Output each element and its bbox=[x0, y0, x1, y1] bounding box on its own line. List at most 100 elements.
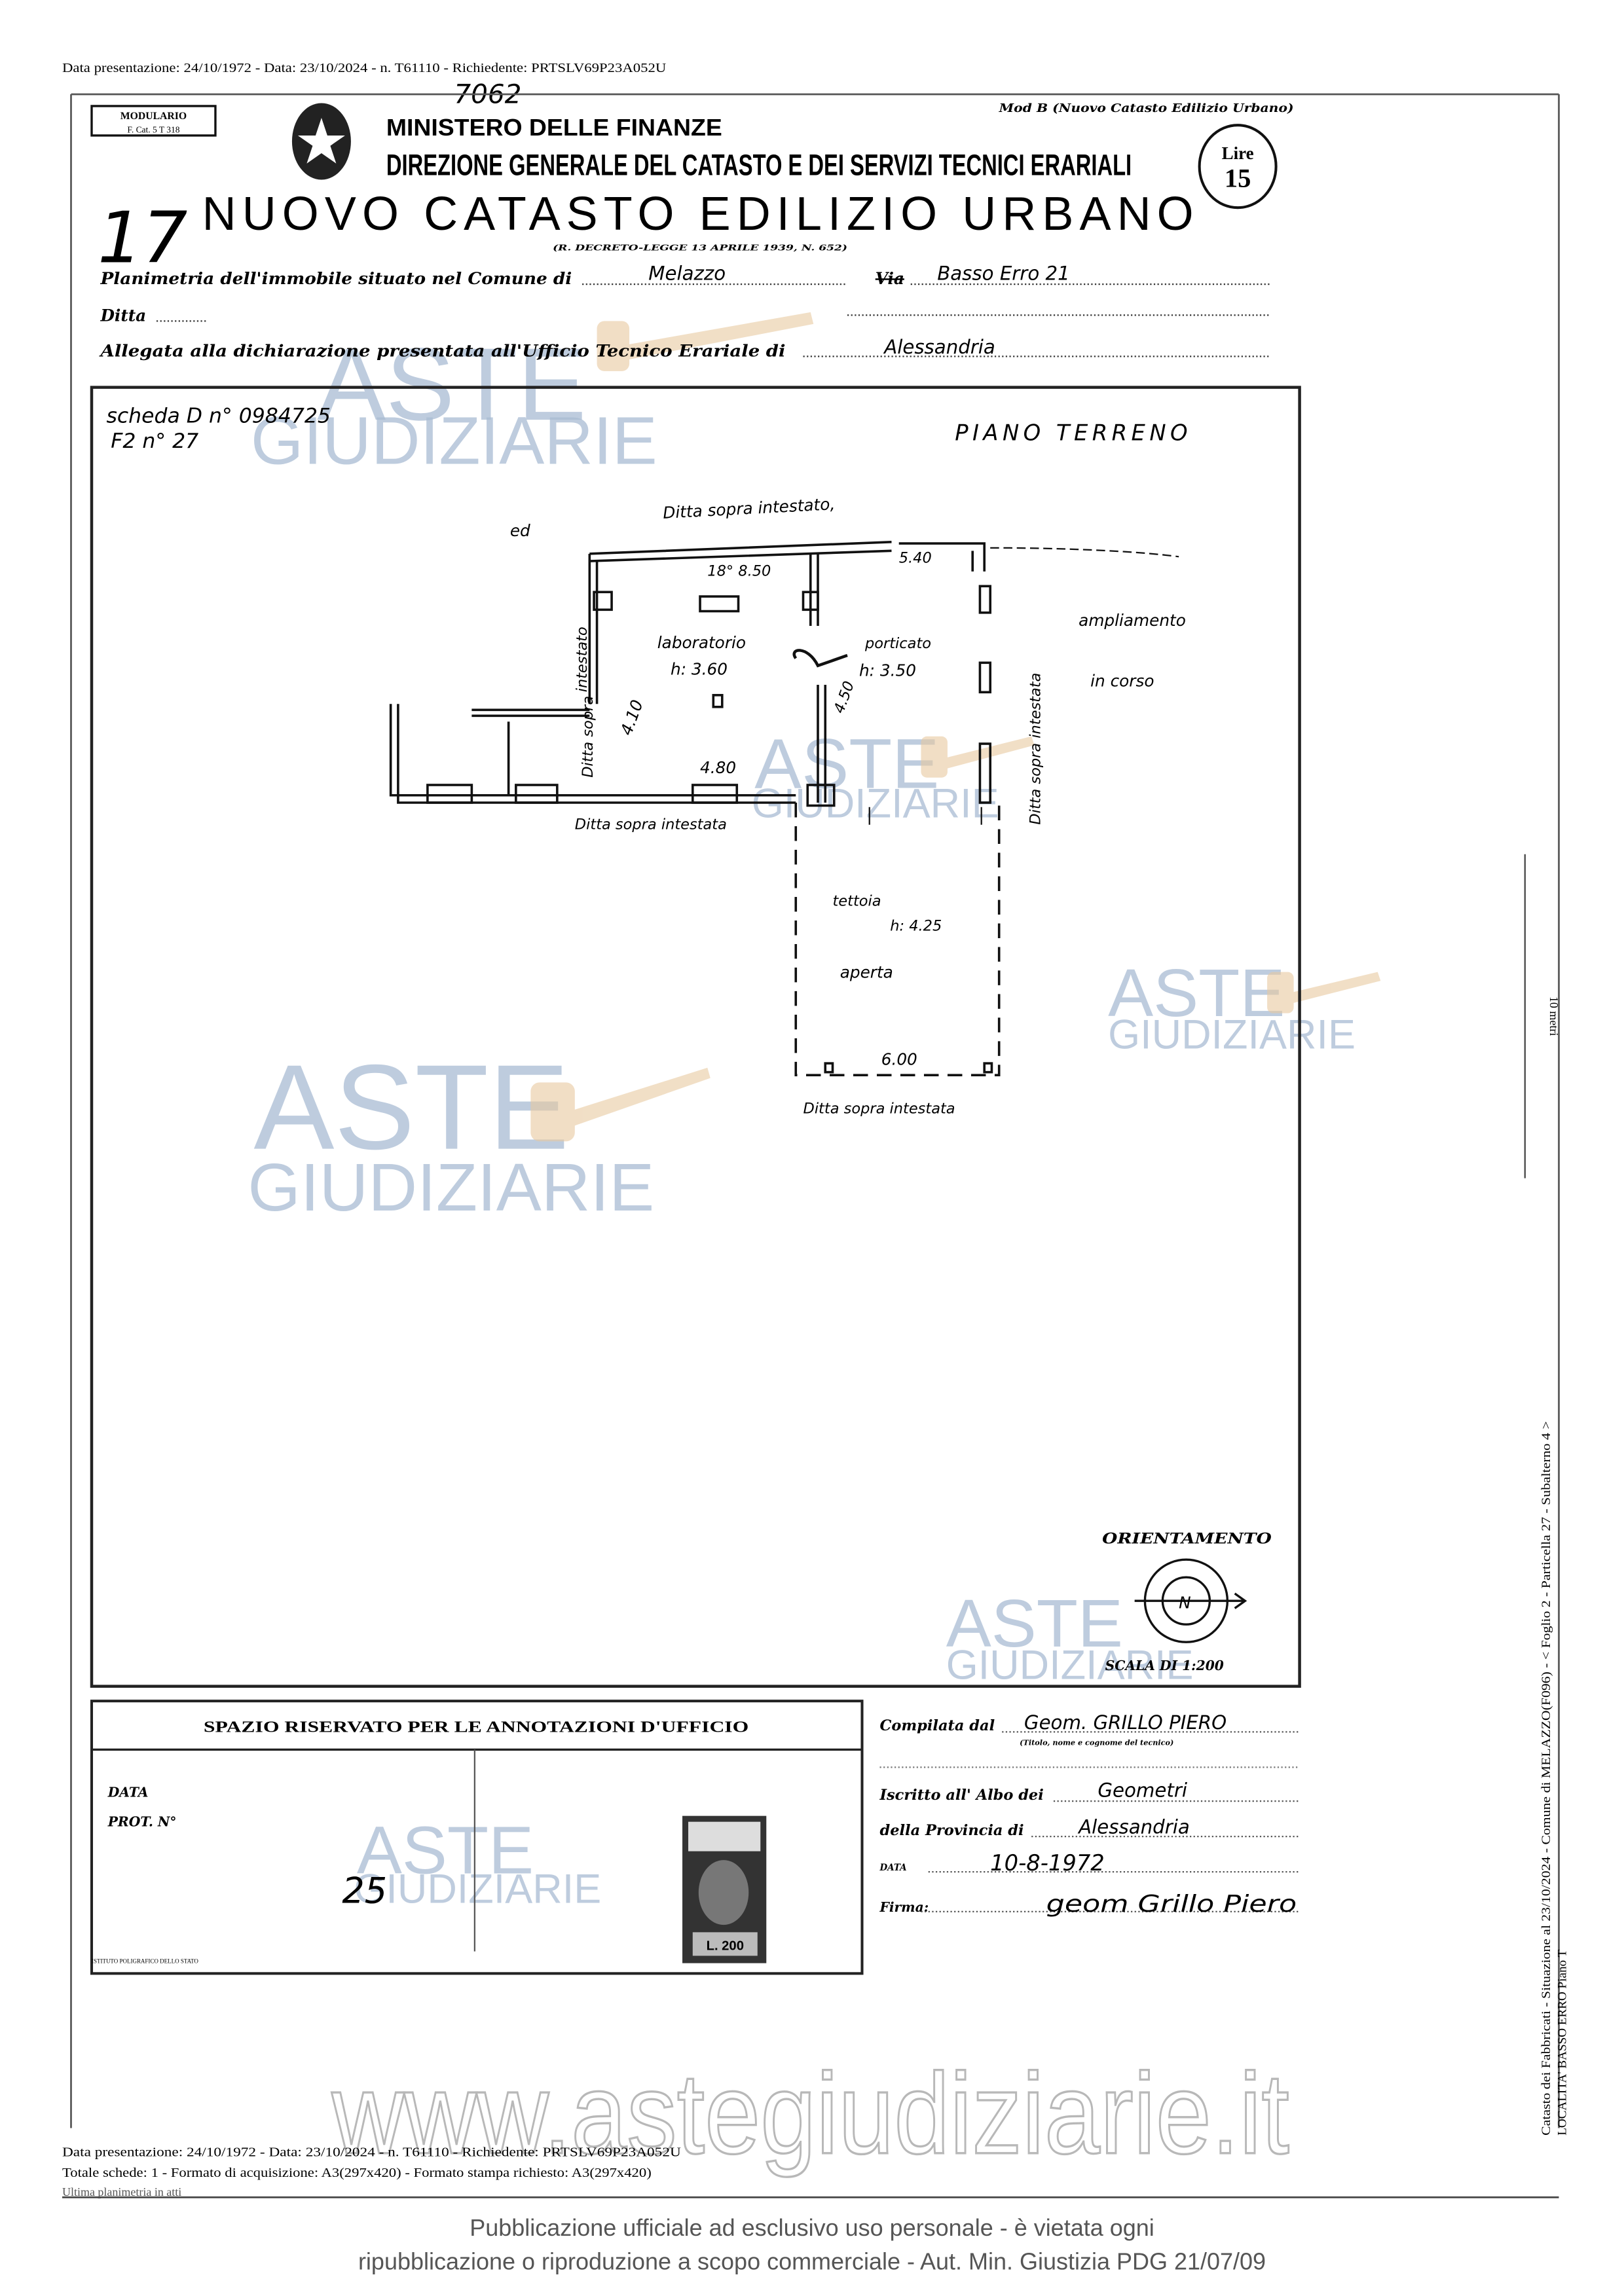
footer-last-plan: Ultima planimetria in atti bbox=[62, 2185, 181, 2198]
modulario-box bbox=[90, 105, 217, 137]
veranda-outline bbox=[794, 802, 1001, 1076]
scheda-number: scheda D n° 0984725 bbox=[106, 405, 331, 428]
watermark-logo: ASTE GIUDIZIARIE ASTE GIUDIZIARIE ASTE G… bbox=[248, 312, 1381, 2179]
watermark-giudiziarie: GIUDIZIARIE bbox=[354, 1866, 601, 1912]
label-ed: ed bbox=[510, 521, 530, 540]
outer-frame bbox=[70, 93, 1560, 2128]
decree-reference: (R. DECRETO-LEGGE 13 APRILE 1939, N. 652… bbox=[553, 242, 847, 252]
modulario-code: F. Cat. 5 T 318 bbox=[127, 124, 179, 134]
technician-signature: geom Grillo Piero bbox=[1046, 1891, 1297, 1918]
inner-wall bbox=[809, 553, 819, 627]
ditta-label: Ditta bbox=[100, 306, 146, 325]
top-wall bbox=[589, 541, 986, 572]
bottom-wall bbox=[389, 704, 796, 804]
watermark-aste: ASTE bbox=[253, 1040, 569, 1175]
stamp-value: 15 bbox=[1225, 164, 1251, 193]
room-tettoia: tettoia bbox=[832, 892, 881, 909]
floor-plan-drawing bbox=[389, 541, 1179, 1076]
office-section: SPAZIO RISERVATO PER LE ANNOTAZIONI D'UF… bbox=[90, 1700, 1300, 1975]
iscritto-value: Geometri bbox=[1098, 1779, 1187, 1801]
compilata-hint: (Titolo, nome e cognome del tecnico) bbox=[1020, 1738, 1173, 1747]
revenue-stamp-value: L. 200 bbox=[707, 1939, 744, 1953]
sheet-number: 17 bbox=[98, 197, 187, 279]
via-value: Basso Erro 21 bbox=[937, 262, 1070, 284]
dim-5-40: 5.40 bbox=[899, 549, 932, 566]
side-location-info: LOCALITA' BASSO ERRO Piano T bbox=[1556, 1950, 1570, 2136]
planimetria-label: Planimetria dell'immobile situato nel Co… bbox=[100, 269, 572, 288]
dim-4-10: 4.10 bbox=[617, 697, 647, 738]
comune-value: Melazzo bbox=[648, 262, 726, 284]
signature-label: Firma: bbox=[879, 1899, 929, 1915]
handwritten-mark: 25 bbox=[342, 1870, 387, 1911]
compilation-date-value: 10-8-1972 bbox=[990, 1850, 1105, 1876]
dim-6-00: 6.00 bbox=[881, 1049, 917, 1068]
office-date-label: DATA bbox=[107, 1784, 149, 1800]
document-title: NUOVO CATASTO EDILIZIO URBANO bbox=[202, 188, 1194, 240]
left-wall bbox=[588, 553, 599, 704]
watermark-giudiziarie: GIUDIZIARIE bbox=[946, 1642, 1194, 1688]
expansion-note: ampliamento bbox=[1079, 611, 1186, 630]
floor-label: PIANO TERRENO bbox=[955, 420, 1187, 446]
watermark-url: www.astegiudiziarie.it bbox=[331, 2050, 1289, 2178]
room-porticato: porticato bbox=[864, 635, 931, 652]
publication-notice-2: ripubblicazione o riproduzione a scopo c… bbox=[358, 2248, 1266, 2275]
watermark-aste: ASTE bbox=[946, 1585, 1123, 1661]
foglio-number: F2 n° 27 bbox=[111, 429, 198, 453]
plan-frame bbox=[90, 386, 1301, 1688]
stamp-lire: Lire bbox=[1222, 143, 1254, 163]
top-neighbor-label: Ditta sopra intestato, bbox=[663, 494, 836, 522]
printer-name: ISTITUTO POLIGRAFICO DELLO STATO bbox=[92, 1958, 198, 1965]
dim-4-50: 4.50 bbox=[830, 679, 858, 716]
right-neighbor-label: Ditta sopra intestata bbox=[1027, 673, 1044, 825]
watermark-aste: ASTE bbox=[1108, 955, 1285, 1030]
footer-format-line: Totale schede: 1 - Formato di acquisizio… bbox=[62, 2166, 652, 2180]
room-porticato-height: h: 3.50 bbox=[859, 661, 916, 680]
italian-emblem-icon bbox=[291, 103, 351, 180]
room-laboratorio-height: h: 3.60 bbox=[671, 659, 728, 678]
scale-bar-label: 10 metri bbox=[1547, 996, 1560, 1036]
model-label: Mod B (Nuovo Catasto Edilizio Urbano) bbox=[999, 101, 1294, 115]
property-form: Planimetria dell'immobile situato nel Co… bbox=[99, 262, 1270, 360]
revenue-stamp: L. 200 bbox=[682, 1815, 767, 1963]
watermark-aste: ASTE bbox=[317, 327, 586, 442]
left-neighbor-label-2: Ditta sopra bbox=[580, 696, 597, 778]
orientation-label: ORIENTAMENTO bbox=[1102, 1530, 1272, 1547]
allegata-label: Allegata alla dichiarazione presentata a… bbox=[99, 341, 785, 360]
provincia-label: della Provincia di bbox=[879, 1822, 1024, 1839]
annex-wall bbox=[471, 708, 590, 795]
north-label: N bbox=[1179, 1593, 1191, 1612]
watermark-giudiziarie: GIUDIZIARIE bbox=[248, 1149, 654, 1225]
iscritto-label: Iscritto all' Albo dei bbox=[879, 1787, 1043, 1804]
watermark-giudiziarie: GIUDIZIARIE bbox=[251, 403, 657, 479]
watermark-aste: ASTE bbox=[357, 1812, 534, 1887]
watermark-giudiziarie: GIUDIZIARIE bbox=[1108, 1012, 1356, 1058]
compilata-value: Geom. GRILLO PIERO bbox=[1024, 1711, 1227, 1734]
compilation-date-label: DATA bbox=[879, 1863, 906, 1873]
reserved-space-title: SPAZIO RISERVATO PER LE ANNOTAZIONI D'UF… bbox=[204, 1718, 748, 1736]
dim-4-80: 4.80 bbox=[700, 758, 736, 777]
compass-north-icon bbox=[1134, 1558, 1247, 1643]
bottom-neighbor-label: Ditta sopra intestata bbox=[575, 816, 727, 833]
left-neighbor-label: intestato bbox=[574, 627, 591, 692]
inner-wall-2 bbox=[817, 685, 827, 803]
veranda-neighbor-label: Ditta sopra intestata bbox=[803, 1101, 955, 1118]
submission-line: Data presentazione: 24/10/1972 - Data: 2… bbox=[62, 61, 667, 75]
ufficio-value: Alessandria bbox=[883, 336, 995, 358]
modulario-label: MODULARIO bbox=[120, 111, 187, 122]
side-cadastral-info: Catasto dei Fabbricati - Situazione al 2… bbox=[1540, 1421, 1553, 2136]
gavel-icon bbox=[530, 312, 1381, 1142]
provincia-value: Alessandria bbox=[1077, 1816, 1190, 1838]
expansion-note-2: in corso bbox=[1090, 671, 1154, 690]
directorate-name: DIREZIONE GENERALE DEL CATASTO E DEI SER… bbox=[386, 149, 1132, 182]
floor-plan-labels: ed Ditta sopra intestato, 5.40 18° 8.50 … bbox=[510, 494, 1186, 1118]
revenue-stamp-circle bbox=[1198, 124, 1278, 210]
room-tettoia-note: aperta bbox=[840, 963, 893, 982]
office-prot-label: PROT. N° bbox=[107, 1813, 177, 1829]
scale-label: SCALA DI 1:200 bbox=[1105, 1658, 1224, 1673]
footer-submission-line: Data presentazione: 24/10/1972 - Data: 2… bbox=[62, 2145, 681, 2159]
watermark-aste: ASTE bbox=[754, 723, 939, 803]
publication-notice-1: Pubblicazione ufficiale ad esclusivo uso… bbox=[470, 2214, 1154, 2241]
room-tettoia-height: h: 4.25 bbox=[890, 918, 942, 935]
compilata-label: Compilata dal bbox=[879, 1717, 995, 1734]
